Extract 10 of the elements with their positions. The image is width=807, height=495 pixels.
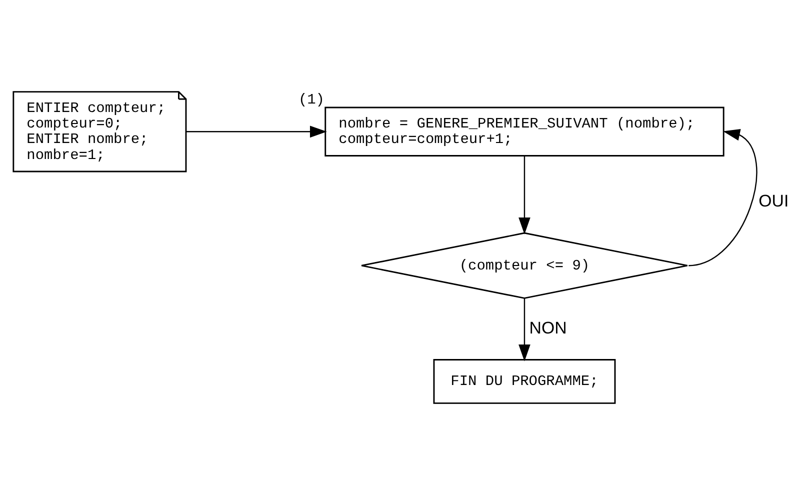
arrow xyxy=(688,129,758,266)
node-box: FIN DU PROGRAMME; xyxy=(433,359,616,404)
node-box: nombre = GENERE_PREMIER_SUIVANT (nombre); compteur=compteur+1; xyxy=(324,106,724,156)
node-label: (1) xyxy=(298,92,325,108)
node-diamond: (compteur <= 9) xyxy=(360,232,688,299)
arrow xyxy=(518,298,530,362)
arrow xyxy=(518,156,530,234)
edge-label: NON xyxy=(529,318,567,338)
edge-label: OUI xyxy=(758,192,789,211)
arrow xyxy=(186,126,327,138)
